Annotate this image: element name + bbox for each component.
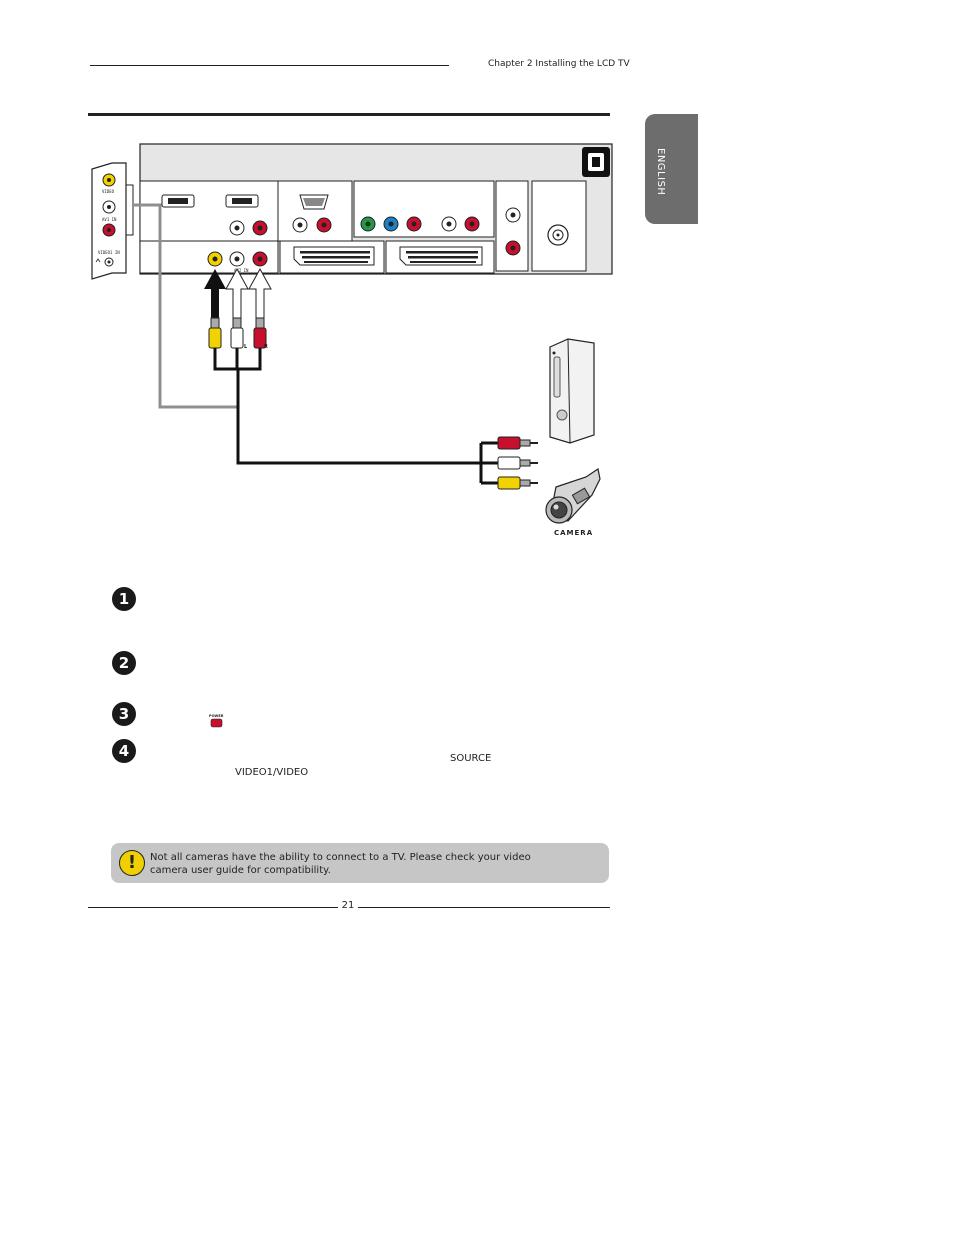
tv-rear-panel: AV2 IN xyxy=(139,143,613,275)
footer-rule-left xyxy=(88,907,338,908)
step-4-number: 4 xyxy=(112,739,136,763)
side-label-video: VIDEO xyxy=(102,189,115,194)
chapter-title: Chapter 2 Installing the LCD TV xyxy=(488,59,630,69)
language-tab-label: ENGLISH xyxy=(655,148,666,196)
note-text: Not all cameras have the ability to conn… xyxy=(150,852,531,876)
step-3-number: 3 xyxy=(112,702,136,726)
warning-exclamation-icon: ! xyxy=(119,850,145,876)
plug-left-label: L xyxy=(244,344,248,350)
power-key-label: POWER xyxy=(209,714,224,718)
camera-label: CAMERA xyxy=(554,529,593,537)
av-cable xyxy=(213,348,481,465)
header-rule xyxy=(90,65,449,66)
power-key-icon: POWER xyxy=(209,714,224,728)
connection-diagram: VIDEO AV1 IN VIDEO1 IN xyxy=(91,143,613,537)
note-box: ! Not all cameras have the ability to co… xyxy=(111,843,609,883)
gray-cable xyxy=(133,203,238,409)
step-1-number: 1 xyxy=(112,587,136,611)
page-number: 21 xyxy=(341,900,355,911)
footer-rule-right xyxy=(358,907,610,908)
side-label-video1: VIDEO1 IN xyxy=(98,250,120,255)
camcorder-icon: CAMERA xyxy=(545,468,601,537)
keyword-video1: VIDEO1/VIDEO xyxy=(235,767,309,778)
av2-label: AV2 IN xyxy=(234,268,249,273)
keyword-source: SOURCE xyxy=(450,753,492,764)
section-rule xyxy=(88,113,610,116)
language-tab: ENGLISH xyxy=(645,114,698,224)
game-console-icon xyxy=(549,338,595,444)
rca-plugs-device-side xyxy=(497,436,538,490)
insert-arrows xyxy=(204,267,272,321)
plug-right-label: R xyxy=(264,344,268,350)
side-label-av1: AV1 IN xyxy=(102,217,117,222)
side-av-panel: VIDEO AV1 IN VIDEO1 IN xyxy=(91,162,134,280)
rca-plugs-tv-side: L R xyxy=(208,317,268,350)
step-2-number: 2 xyxy=(112,651,136,675)
